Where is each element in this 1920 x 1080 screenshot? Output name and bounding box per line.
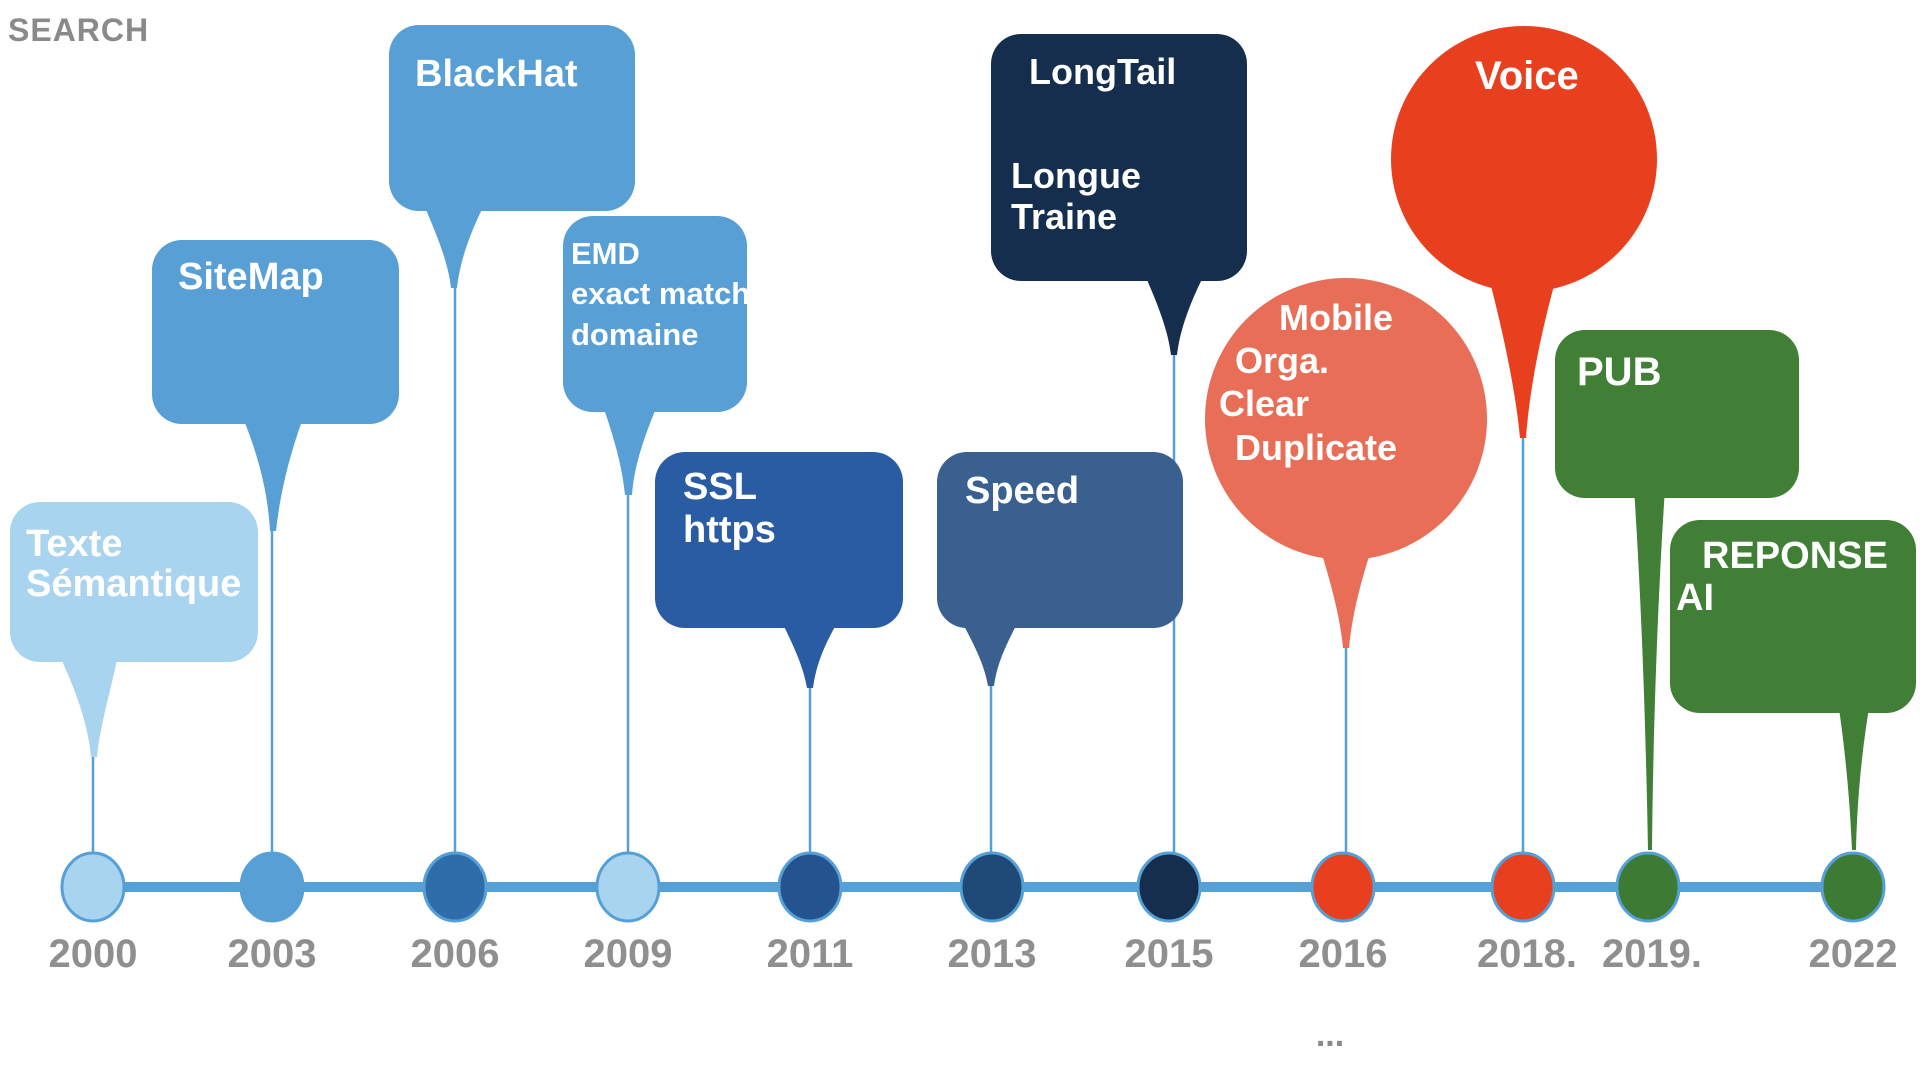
bubble-speed: Speed [937, 452, 1183, 628]
year-label-2018: 2018. [1476, 932, 1578, 976]
bubble-text: Duplicate [1235, 426, 1398, 468]
bubble-text: Speed [965, 470, 1080, 512]
dot-2003 [239, 851, 305, 923]
page-title: SEARCH [8, 12, 150, 48]
bubble-text: Sémantique [26, 563, 242, 606]
year-label-2009: 2009 [583, 932, 673, 976]
bubble-text: domaine [571, 316, 699, 352]
year-label-2022: 2022 [1808, 932, 1898, 976]
bubble-text: REPONSE [1702, 535, 1888, 577]
bubble-reponse-ai: REPONSE AI [1670, 520, 1916, 713]
tail-pub [1634, 488, 1665, 850]
bubble-texte-semantique: Texte Sémantique [10, 502, 258, 662]
connector-lines [91, 286, 1525, 857]
bubble-longtail-longue-traine: LongTail Longue Traine [991, 34, 1247, 281]
bubble-text: SSL [683, 466, 757, 508]
dot-2009 [595, 851, 661, 923]
bubble-blackhat: BlackHat [389, 25, 635, 211]
dot-2013 [959, 851, 1025, 923]
tail-speed [960, 618, 1020, 686]
tail-sitemap [243, 418, 303, 531]
tail-blackhat [424, 205, 484, 288]
tail-longtail [1144, 273, 1205, 355]
dot-2011 [777, 851, 843, 923]
bubble-mobile-orga-clear-duplicate: Mobile Orga. Clear Duplicate [1205, 278, 1487, 560]
bubble-voice: Voice [1391, 26, 1657, 292]
year-label-2011: 2011 [766, 932, 854, 976]
tail-voice [1490, 282, 1555, 438]
bubble-text: Clear [1219, 383, 1310, 425]
bubble-text: exact match [571, 276, 751, 312]
year-label-2015: 2015 [1124, 932, 1214, 976]
year-label-2019: 2019. [1601, 932, 1703, 976]
bubble-text: EMD [571, 236, 640, 271]
bubble-text: Mobile [1279, 297, 1393, 338]
bubble-text: BlackHat [415, 53, 578, 95]
dot-2000 [60, 851, 126, 923]
tail-mobile [1317, 538, 1375, 648]
tail-ssl [780, 618, 840, 688]
bubble-text: PUB [1577, 350, 1662, 394]
dot-2006 [422, 851, 488, 923]
bubble-ssl-https: SSL https [655, 452, 903, 628]
bubble-text: AI [1676, 576, 1714, 619]
continuation-ellipsis: ... [1315, 1016, 1345, 1054]
year-label-2003: 2003 [227, 932, 317, 976]
tail-texte [57, 650, 119, 757]
bubble-text: Orga. [1235, 340, 1330, 382]
dot-2019 [1615, 851, 1681, 923]
year-label-2016: 2016 [1298, 932, 1388, 976]
dot-2018 [1490, 851, 1556, 923]
dot-2015 [1136, 851, 1202, 923]
year-label-2013: 2013 [947, 932, 1037, 976]
bubble-emd-exact-match-domaine: EMD exact match domaine [563, 216, 751, 412]
tail-reponse [1838, 702, 1870, 850]
bubble-text: https [683, 508, 776, 551]
bubble-text: Longue [1011, 155, 1141, 197]
year-label-2006: 2006 [410, 932, 500, 976]
bubble-text: LongTail [1029, 51, 1177, 92]
bubble-text: SiteMap [178, 256, 324, 298]
dot-2016 [1310, 851, 1376, 923]
bubble-sitemap: SiteMap [152, 240, 399, 424]
timeline-dots [60, 851, 1886, 923]
year-label-2000: 2000 [48, 932, 138, 976]
dot-2022 [1820, 851, 1886, 923]
bubble-text: Traine [1011, 195, 1118, 237]
tail-emd [602, 403, 658, 495]
bubble-tails [57, 205, 1870, 850]
bubble-text: Voice [1475, 54, 1579, 98]
bubble-text: Texte [26, 523, 123, 565]
bubble-pub: PUB [1555, 330, 1799, 498]
